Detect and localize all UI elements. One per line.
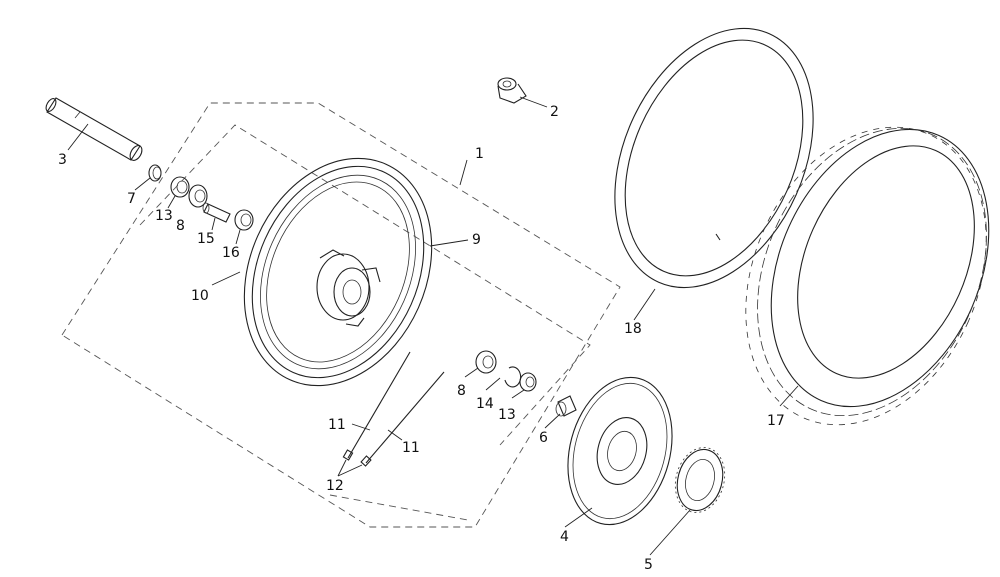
axle [45, 97, 143, 161]
spacer-bush [555, 395, 577, 417]
callout-11-left: 11 [328, 417, 346, 433]
leader-lines [67, 96, 799, 556]
callout-16: 16 [222, 245, 240, 261]
bearing-left [188, 184, 208, 208]
callout-2: 2 [550, 104, 559, 120]
callout-18: 18 [624, 321, 642, 337]
callout-8-right: 8 [457, 383, 466, 399]
seal-right [519, 372, 537, 392]
brake-disc [567, 376, 673, 526]
callout-17: 17 [767, 413, 785, 429]
assembly-outline [61, 102, 621, 528]
spacer-ring [148, 164, 162, 182]
inner-tube [614, 27, 814, 289]
callout-labels: 1 2 3 4 5 6 7 8 8 9 10 11 11 12 13 13 14… [58, 104, 785, 573]
seal-left [170, 176, 190, 198]
bushing [234, 209, 254, 231]
spokes [342, 351, 445, 467]
callout-8-left: 8 [176, 218, 185, 234]
callout-13-left: 13 [155, 208, 173, 224]
callout-14: 14 [476, 396, 494, 412]
spacer-tube [202, 202, 231, 223]
tyre [745, 126, 990, 426]
callout-1: 1 [475, 146, 484, 162]
callout-12: 12 [326, 478, 344, 494]
clip-part [497, 77, 527, 104]
circlip [504, 366, 522, 388]
callout-13-right: 13 [498, 407, 516, 423]
wheel-rim [243, 157, 433, 387]
callout-11-right: 11 [402, 440, 420, 456]
wheel-hub [316, 249, 381, 327]
callout-5: 5 [644, 557, 653, 573]
callout-10: 10 [191, 288, 209, 304]
callout-9: 9 [472, 232, 481, 248]
callout-15: 15 [197, 231, 215, 247]
callout-4: 4 [560, 529, 569, 545]
callout-7: 7 [127, 191, 136, 207]
callout-6: 6 [539, 430, 548, 446]
callout-3: 3 [58, 152, 67, 168]
bearing-right [475, 350, 497, 374]
tone-ring [674, 447, 726, 513]
